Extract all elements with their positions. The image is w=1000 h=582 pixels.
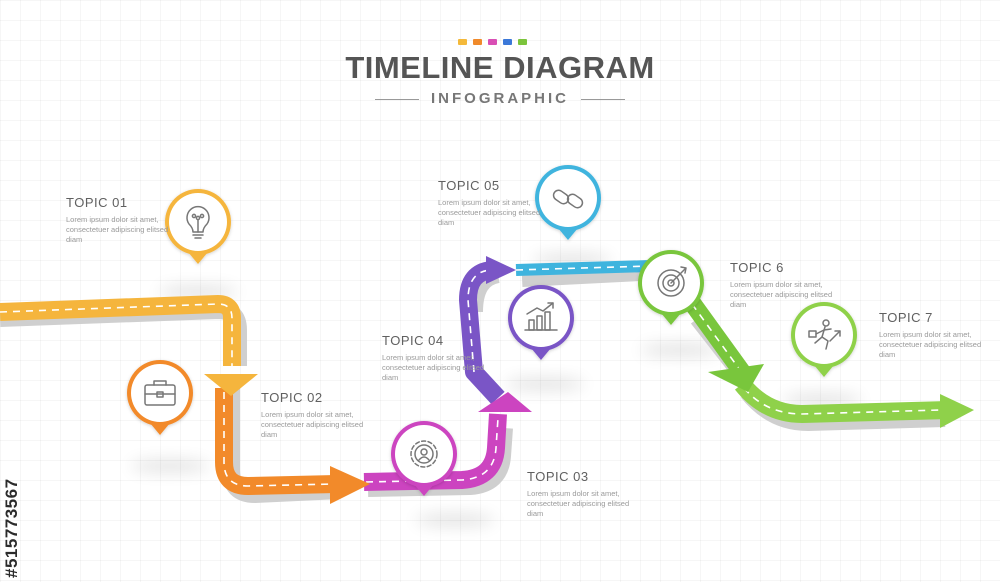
accent-dots xyxy=(458,39,527,45)
road-center-lines xyxy=(0,265,941,487)
topic-3: TOPIC 03 Lorem ipsum dolor sit amet, con… xyxy=(527,469,677,519)
chain-link-icon xyxy=(552,189,584,209)
accent-dot xyxy=(473,39,482,45)
topic-description: Lorem ipsum dolor sit amet, consectetuer… xyxy=(261,410,364,439)
growth-chart-icon xyxy=(524,302,558,331)
road-segment-topic1 xyxy=(0,295,241,366)
page-title: TIMELINE DIAGRAM xyxy=(345,50,655,85)
topic-5: TOPIC 05 Lorem ipsum dolor sit amet, con… xyxy=(438,178,588,228)
accent-dot xyxy=(503,39,512,45)
topic-7: TOPIC 7 Lorem ipsum dolor sit amet, cons… xyxy=(879,310,1000,360)
pin-topic7 xyxy=(791,302,857,377)
topic-title: TOPIC 02 xyxy=(261,390,323,405)
arrow-topic2 xyxy=(330,466,370,504)
header: TIMELINE DIAGRAM INFOGRAPHIC xyxy=(0,0,1000,120)
road-arrows xyxy=(204,256,974,504)
topic-2: TOPIC 02 Lorem ipsum dolor sit amet, con… xyxy=(261,390,411,440)
briefcase-icon xyxy=(144,380,176,406)
stock-id-stamp: #515773567 xyxy=(2,478,21,578)
runner-icon xyxy=(808,319,841,350)
pin-topic4 xyxy=(508,285,574,360)
topic-1: TOPIC 01 Lorem ipsum dolor sit amet, con… xyxy=(66,195,216,245)
topic-description: Lorem ipsum dolor sit amet, consectetuer… xyxy=(66,215,169,244)
accent-dot xyxy=(488,39,497,45)
arrow-topic7 xyxy=(940,394,974,428)
topic-title: TOPIC 7 xyxy=(879,310,933,325)
topic-description: Lorem ipsum dolor sit amet, consectetuer… xyxy=(879,330,982,359)
page-subtitle: INFOGRAPHIC xyxy=(375,90,625,107)
pin-topic3 xyxy=(391,421,457,496)
arrow-topic3 xyxy=(478,392,532,412)
gear-person-icon xyxy=(410,440,438,468)
topic-4: TOPIC 04 Lorem ipsum dolor sit amet, con… xyxy=(382,333,532,383)
topic-description: Lorem ipsum dolor sit amet, consectetuer… xyxy=(438,198,541,227)
topic-title: TOPIC 05 xyxy=(438,178,500,193)
topic-description: Lorem ipsum dolor sit amet, consectetuer… xyxy=(382,353,485,382)
pin-topic2 xyxy=(127,360,193,435)
arrow-topic6 xyxy=(708,364,764,392)
topic-description: Lorem ipsum dolor sit amet, consectetuer… xyxy=(527,489,630,518)
target-icon xyxy=(657,266,687,297)
topic-title: TOPIC 03 xyxy=(527,469,589,484)
lightbulb-icon xyxy=(186,205,210,239)
topic-title: TOPIC 04 xyxy=(382,333,444,348)
topic-title: TOPIC 01 xyxy=(66,195,128,210)
topic-description: Lorem ipsum dolor sit amet, consectetuer… xyxy=(730,280,833,309)
topic-title: TOPIC 6 xyxy=(730,260,784,275)
topic-6: TOPIC 6 Lorem ipsum dolor sit amet, cons… xyxy=(730,260,880,310)
arrow-topic4 xyxy=(486,256,516,284)
pin-ground-shadows xyxy=(130,254,862,526)
arrow-topic1 xyxy=(204,374,258,396)
accent-dot xyxy=(458,39,467,45)
accent-dot xyxy=(518,39,527,45)
topic-pins xyxy=(127,165,857,496)
